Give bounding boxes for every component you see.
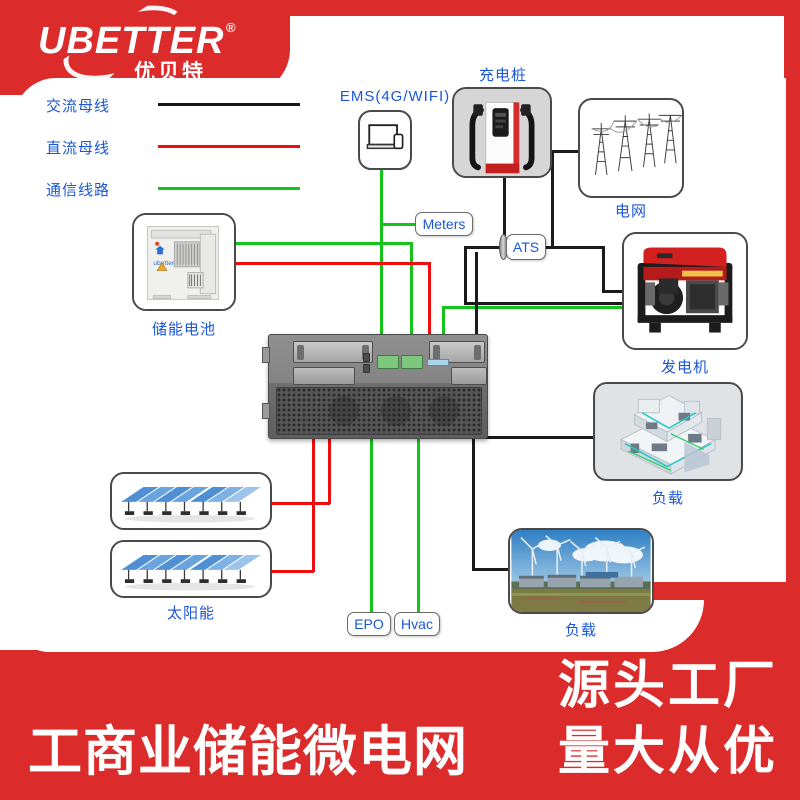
pcs-rack-node[interactable] [262,334,488,439]
registered-mark-icon: ® [226,20,236,35]
battery-caption: 储能电池 [151,321,216,338]
pcs-fan-3 [429,396,459,426]
hvac-pill[interactable]: Hvac [394,612,440,636]
wire-comm-generator [443,306,675,309]
generator-caption: 发电机 [660,359,709,376]
meters-pill[interactable]: Meters [415,212,473,236]
pcs-slot-right [451,367,487,385]
brand-logo: UBETTER ® 优贝特 [30,14,260,80]
legend-label-comm: 通信线路 [46,182,111,199]
pcs-top-panel [269,335,487,385]
pcs-green-connector-2 [401,355,423,369]
laptop-phone-icon [366,124,404,150]
wire-comm-ems-trunk [380,178,383,336]
wire-ac-buildingload-h [471,436,593,439]
transmission-tower-icon [591,113,682,175]
wire-dc-battery-v [428,262,431,336]
banner-headline-right-2: 量大从优 [557,723,778,781]
pcs-green-connector-1 [377,355,399,369]
solar-node-2[interactable] [110,540,272,598]
wire-ac-gen-v [602,246,605,291]
wire-ac-grid-h [552,150,580,153]
wire-ac-charger-drop [503,178,506,247]
wire-dc-battery-h [236,262,430,265]
brand-name-cn: 优贝特 [134,61,206,84]
pcs-fan-1 [329,396,359,426]
charger-node[interactable] [452,87,552,178]
brand-name: UBETTER [38,20,225,62]
solar-caption: 太阳能 [166,605,215,622]
grid-caption: 电网 [614,203,647,220]
ems-caption: EMS(4G/WIFI) [339,88,451,105]
wire-ac-pcs-v [475,252,478,336]
wire-comm-battery-drop [410,242,413,336]
wire-dc-solar2-h [271,570,314,573]
banner-headline-right-1: 源头工厂 [557,657,778,715]
grid-node[interactable] [578,98,684,198]
wire-ac-left-h [464,302,626,305]
pcs-fan-2 [381,396,411,426]
solar-panel-icon [115,474,267,528]
wind-load-node[interactable] [508,528,654,614]
legend-label-ac: 交流母线 [46,98,111,115]
svg-text:ubetter: ubetter [153,260,175,267]
wire-comm-generator-drop [442,306,445,336]
banner-headline-left: 工商业储能微电网 [28,722,468,782]
ac-bus-line-icon [158,103,300,106]
wire-ac-left-v [464,246,467,303]
wire-ac-grid-v [551,150,554,247]
wire-ac-windload-v [472,438,475,570]
ev-charger-icon [454,89,550,176]
wind-farm-icon [511,530,651,612]
comm-line-icon [158,187,300,190]
ats-pill[interactable]: ATS [506,234,546,260]
ems-node[interactable] [358,110,412,170]
dc-bus-line-icon [158,145,300,148]
pcs-slot-left [293,367,355,385]
epo-pill[interactable]: EPO [347,612,391,636]
wire-comm-epo [370,438,373,613]
wire-ac-gen-h [602,290,640,293]
pcs-blue-indicator [427,359,449,366]
wire-comm-battery [236,242,412,245]
battery-cabinet-icon: ubetter [134,215,234,309]
wire-ac-ats-right [541,246,604,249]
solar-panel-icon [115,542,267,596]
battery-node[interactable]: ubetter [132,213,236,311]
wind-load-caption: 负载 [564,622,597,639]
diesel-generator-icon [624,234,746,348]
wire-dc-solar1-h [271,502,330,505]
generator-node[interactable] [622,232,748,350]
smart-home-icon [596,384,740,479]
pcs-terminal-1 [363,353,370,362]
pcs-ear-bottom [262,403,270,419]
building-load-caption: 负载 [651,490,684,507]
solar-node-1[interactable] [110,472,272,530]
building-load-node[interactable] [593,382,743,481]
pcs-ear-top [262,347,270,363]
wire-comm-meters [381,223,417,226]
wire-dc-solar1-v [328,438,331,504]
pcs-module-right [429,341,485,363]
wire-comm-hvac [417,438,420,613]
pcs-vent-grille [276,387,482,435]
wire-comm-ems-drop [380,170,383,226]
legend-label-dc: 直流母线 [46,140,111,157]
wire-ac-ats-bus [464,246,506,249]
pcs-terminal-2 [363,364,370,373]
wire-dc-solar2-v [312,438,315,572]
charger-caption: 充电桩 [478,67,527,84]
wire-ac-windload-h [472,568,508,571]
pcs-module-left [293,341,373,363]
